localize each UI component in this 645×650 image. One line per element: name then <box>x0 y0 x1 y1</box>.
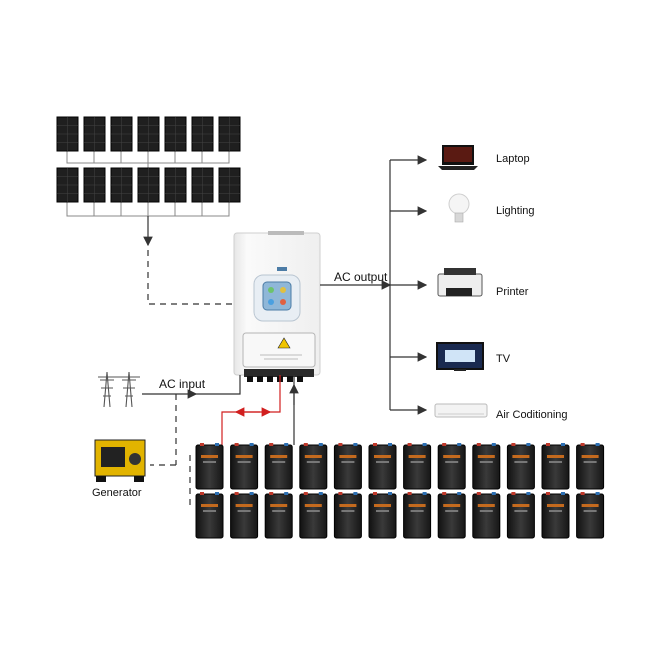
solar-panel-icon <box>137 116 160 152</box>
solar-panel-icon <box>164 167 187 203</box>
battery-icon <box>368 492 397 539</box>
battery-icon <box>472 492 501 539</box>
pv-dashed-line <box>147 250 236 305</box>
hybrid-inverter <box>233 231 321 382</box>
solar-panel-icon <box>56 167 79 203</box>
solar-panel-icon <box>110 116 133 152</box>
ac-input-line <box>142 375 241 466</box>
battery-icon <box>576 443 605 490</box>
solar-wiring <box>66 150 230 217</box>
ac-output-label: AC output <box>334 270 388 284</box>
battery-icon <box>506 492 535 539</box>
solar-panel-icon <box>83 167 106 203</box>
battery-icon <box>264 443 293 490</box>
battery-icon <box>472 443 501 490</box>
tv-icon <box>436 342 484 371</box>
ac-output-bus <box>320 155 428 415</box>
battery-icon <box>264 492 293 539</box>
battery-icon <box>506 443 535 490</box>
battery-icon <box>541 443 570 490</box>
light-bulb-icon <box>448 193 470 223</box>
battery-icon <box>403 443 432 490</box>
ac-input-label: AC input <box>159 377 206 391</box>
solar-panel-icon <box>218 116 241 152</box>
battery-icon <box>333 443 362 490</box>
solar-panel-icon <box>191 167 214 203</box>
solar-panel-icon <box>218 167 241 203</box>
battery-icon <box>437 443 466 490</box>
solar-panel-icon <box>56 116 79 152</box>
load-label-lighting: Lighting <box>496 205 535 217</box>
load-label-air-conditioning: Air Coditioning <box>496 409 568 421</box>
load-label-printer: Printer <box>496 286 529 298</box>
battery-icon <box>195 492 224 539</box>
battery-icon <box>230 492 259 539</box>
battery-icon <box>576 492 605 539</box>
printer-icon <box>437 268 483 297</box>
solar-panel-icon <box>110 167 133 203</box>
battery-icon <box>437 492 466 539</box>
solar-panel-icon <box>137 167 160 203</box>
battery-icon <box>403 492 432 539</box>
air-conditioner-icon <box>434 403 488 418</box>
battery-icon <box>299 443 328 490</box>
generator-icon <box>94 439 146 482</box>
battery-bank <box>195 443 605 539</box>
laptop-icon <box>438 145 478 170</box>
solar-panel-icon <box>191 116 214 152</box>
battery-icon <box>541 492 570 539</box>
battery-icon <box>230 443 259 490</box>
battery-icon <box>299 492 328 539</box>
solar-panel-icon <box>83 116 106 152</box>
battery-link <box>189 375 299 505</box>
load-label-tv: TV <box>496 353 511 365</box>
load-label-laptop: Laptop <box>496 153 530 165</box>
solar-panel-array <box>56 116 241 203</box>
battery-icon <box>195 443 224 490</box>
battery-icon <box>333 492 362 539</box>
grid-tower-icon <box>98 371 140 408</box>
battery-icon <box>368 443 397 490</box>
generator-label: Generator <box>92 487 142 499</box>
solar-panel-icon <box>164 116 187 152</box>
